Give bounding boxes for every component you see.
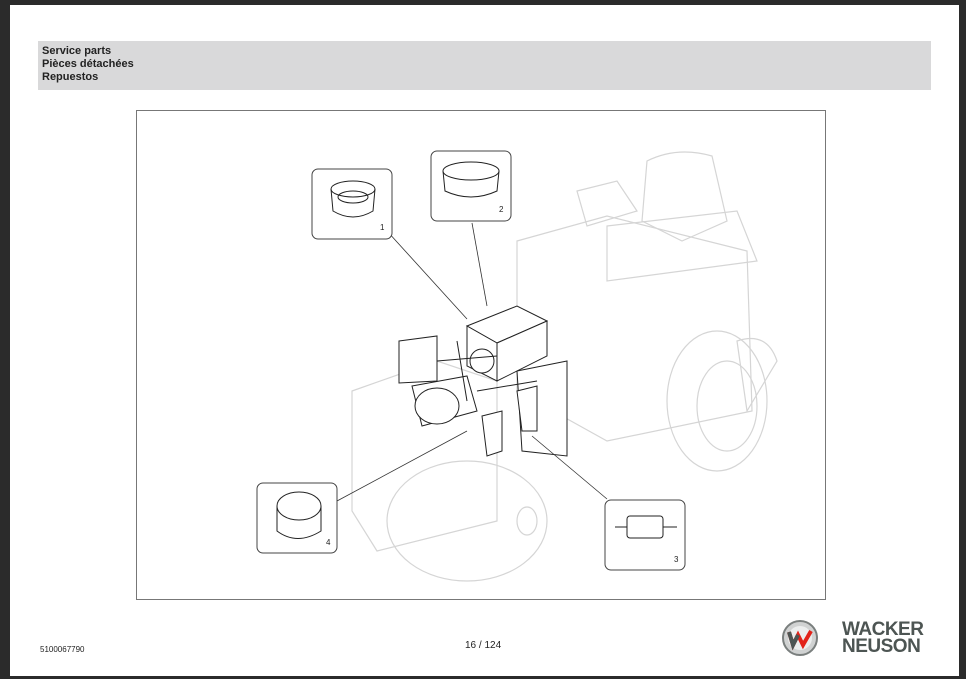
callout-label-1: 1 [380, 223, 385, 232]
brand-line-1: WACKER [842, 619, 924, 640]
roller-ghost [351, 151, 778, 582]
callout-label-3: 3 [674, 555, 679, 564]
page-number: 16 / 124 [465, 640, 502, 651]
callout-boxes [256, 150, 686, 571]
header-title-fr: Pièces détachées [42, 58, 134, 70]
callout-label-4: 4 [326, 538, 331, 547]
machine-drawing [256, 150, 778, 582]
section-header: Service parts Pièces détachées Repuestos [38, 41, 931, 90]
header-title-en: Service parts [42, 45, 112, 57]
parts-illustration: 1 2 3 4 [136, 110, 826, 600]
wacker-neuson-logo-icon [782, 620, 818, 656]
engine-assembly [398, 305, 568, 457]
callout-label-2: 2 [499, 205, 504, 214]
brand-wordmark: WACKER NEUSON [842, 619, 924, 657]
document-number: 5100067790 [40, 645, 85, 654]
part-icons [276, 161, 677, 539]
document-page: Service parts Pièces détachées Repuestos [10, 5, 959, 676]
header-title-es: Repuestos [42, 71, 99, 83]
leader-lines [336, 222, 608, 502]
brand-line-2: NEUSON [842, 636, 921, 657]
